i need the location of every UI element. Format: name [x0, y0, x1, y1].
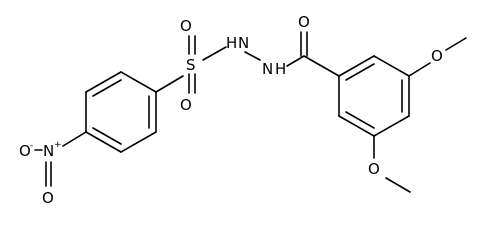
bond	[202, 46, 227, 61]
atom-label-o: O	[180, 17, 192, 35]
bond	[408, 62, 431, 77]
bond	[338, 55, 375, 77]
atom-label-h: H	[226, 34, 237, 52]
molecule-diagram: O - N + O O S O H N N H O	[19, 13, 467, 207]
bond	[373, 55, 410, 77]
bond	[62, 131, 87, 147]
bond	[85, 71, 122, 93]
carbonyl-group: O	[298, 13, 340, 77]
sulfonyl-group: O S O	[155, 17, 227, 114]
atom-label-o: O	[19, 142, 31, 160]
dimethoxyphenyl-ring	[338, 55, 410, 137]
charge-label: +	[54, 140, 62, 150]
atom-label-o: O	[298, 13, 310, 31]
atom-label-h: H	[275, 60, 286, 78]
atom-label-o: O	[180, 96, 192, 114]
double-bond	[92, 127, 122, 145]
bond	[244, 51, 261, 61]
atom-label-s: S	[186, 56, 196, 74]
atom-label-n: N	[262, 60, 273, 78]
atom-label-o: O	[431, 47, 443, 65]
bond	[120, 71, 157, 93]
methoxy-top: O	[408, 37, 467, 77]
atom-label-n: N	[43, 142, 54, 160]
bond	[385, 177, 411, 193]
bond	[286, 55, 305, 67]
double-bond	[345, 111, 375, 129]
hydrazide-linker: H N N H	[226, 34, 305, 78]
double-bond	[345, 63, 375, 81]
bond	[373, 115, 410, 137]
bond	[85, 131, 122, 153]
double-bond	[92, 79, 122, 97]
bond	[303, 55, 340, 77]
bond	[445, 37, 467, 51]
atom-label-o: O	[368, 160, 380, 178]
bond	[155, 75, 184, 93]
charge-label: -	[30, 141, 33, 151]
nitrophenyl-ring	[85, 71, 157, 153]
methoxy-bottom: O	[368, 135, 411, 193]
bond	[338, 115, 375, 137]
atom-label-o: O	[42, 189, 54, 207]
bond	[120, 131, 157, 153]
structure-canvas: O - N + O O S O H N N H O	[19, 13, 467, 207]
atom-label-n: N	[238, 34, 249, 52]
nitro-group: O - N + O	[19, 131, 87, 207]
